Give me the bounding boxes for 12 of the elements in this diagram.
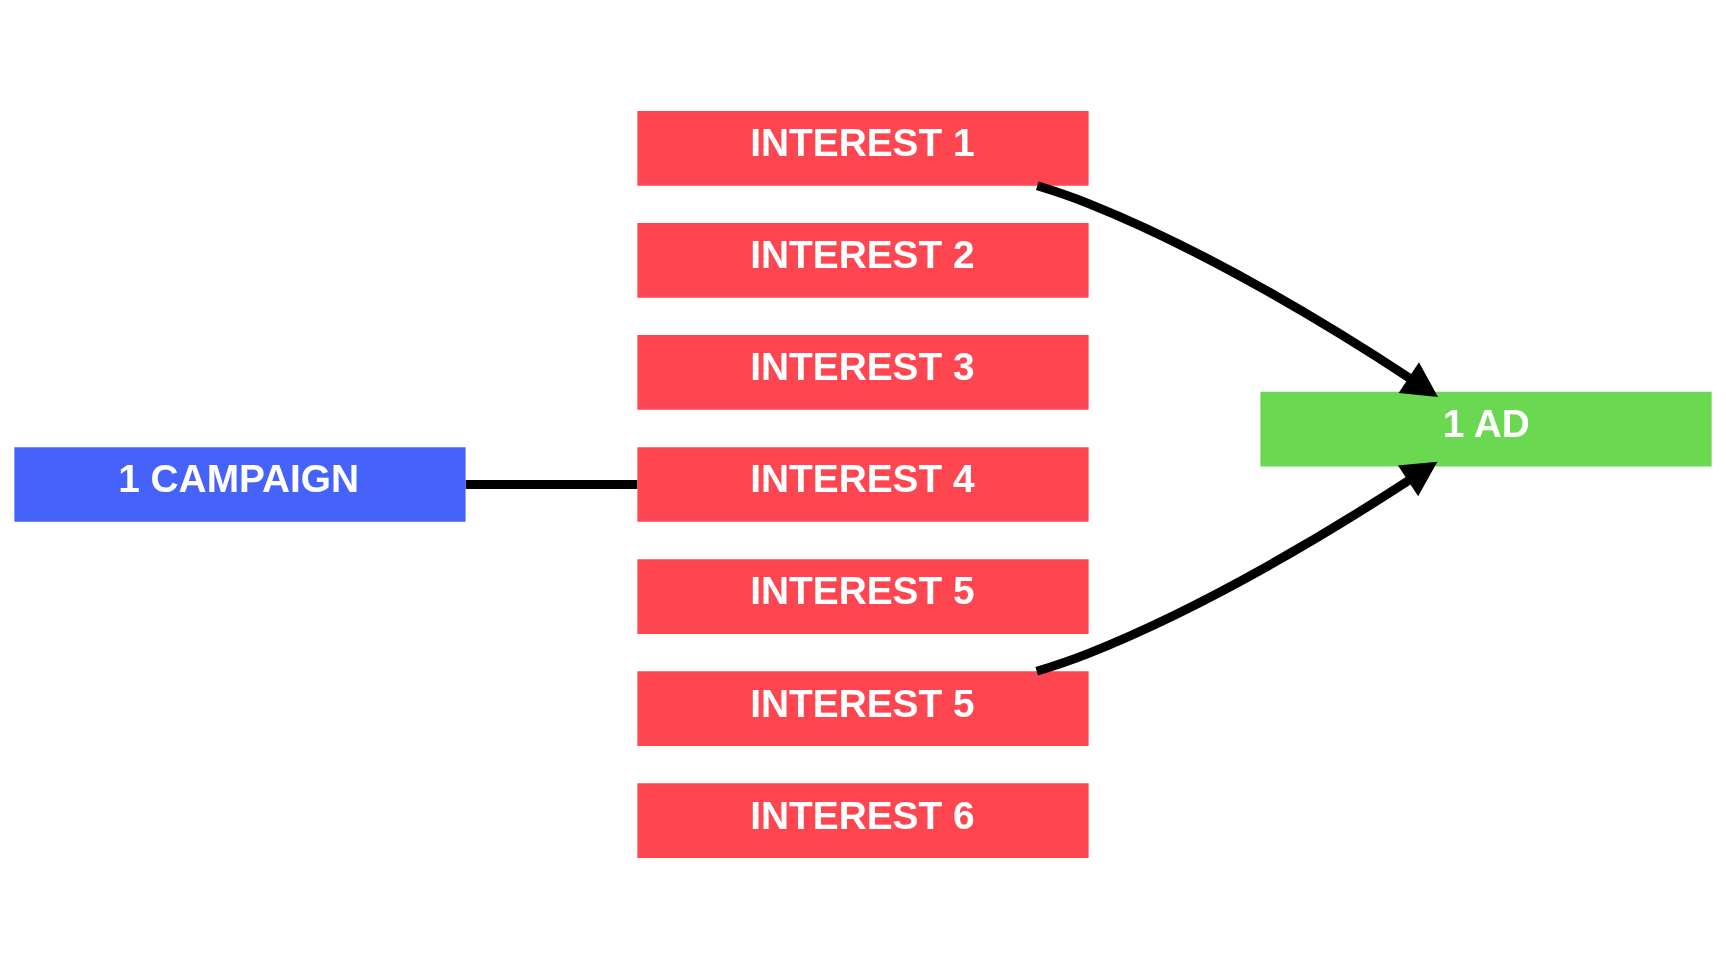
node-box: 1 CAMPAIGN	[14, 446, 466, 522]
node-box: INTEREST 4	[637, 446, 1089, 522]
node-box: INTEREST 5	[637, 670, 1089, 746]
node-box: INTEREST 2	[637, 222, 1089, 298]
node-box: INTEREST 3	[637, 334, 1089, 410]
arrow	[1036, 181, 1438, 397]
node-box: INTEREST 5	[637, 558, 1089, 634]
node-box: 1 AD	[1260, 391, 1712, 467]
connector	[465, 479, 638, 489]
node-box: INTEREST 1	[637, 110, 1089, 186]
node-box: INTEREST 6	[637, 782, 1089, 858]
arrow	[1035, 461, 1438, 676]
